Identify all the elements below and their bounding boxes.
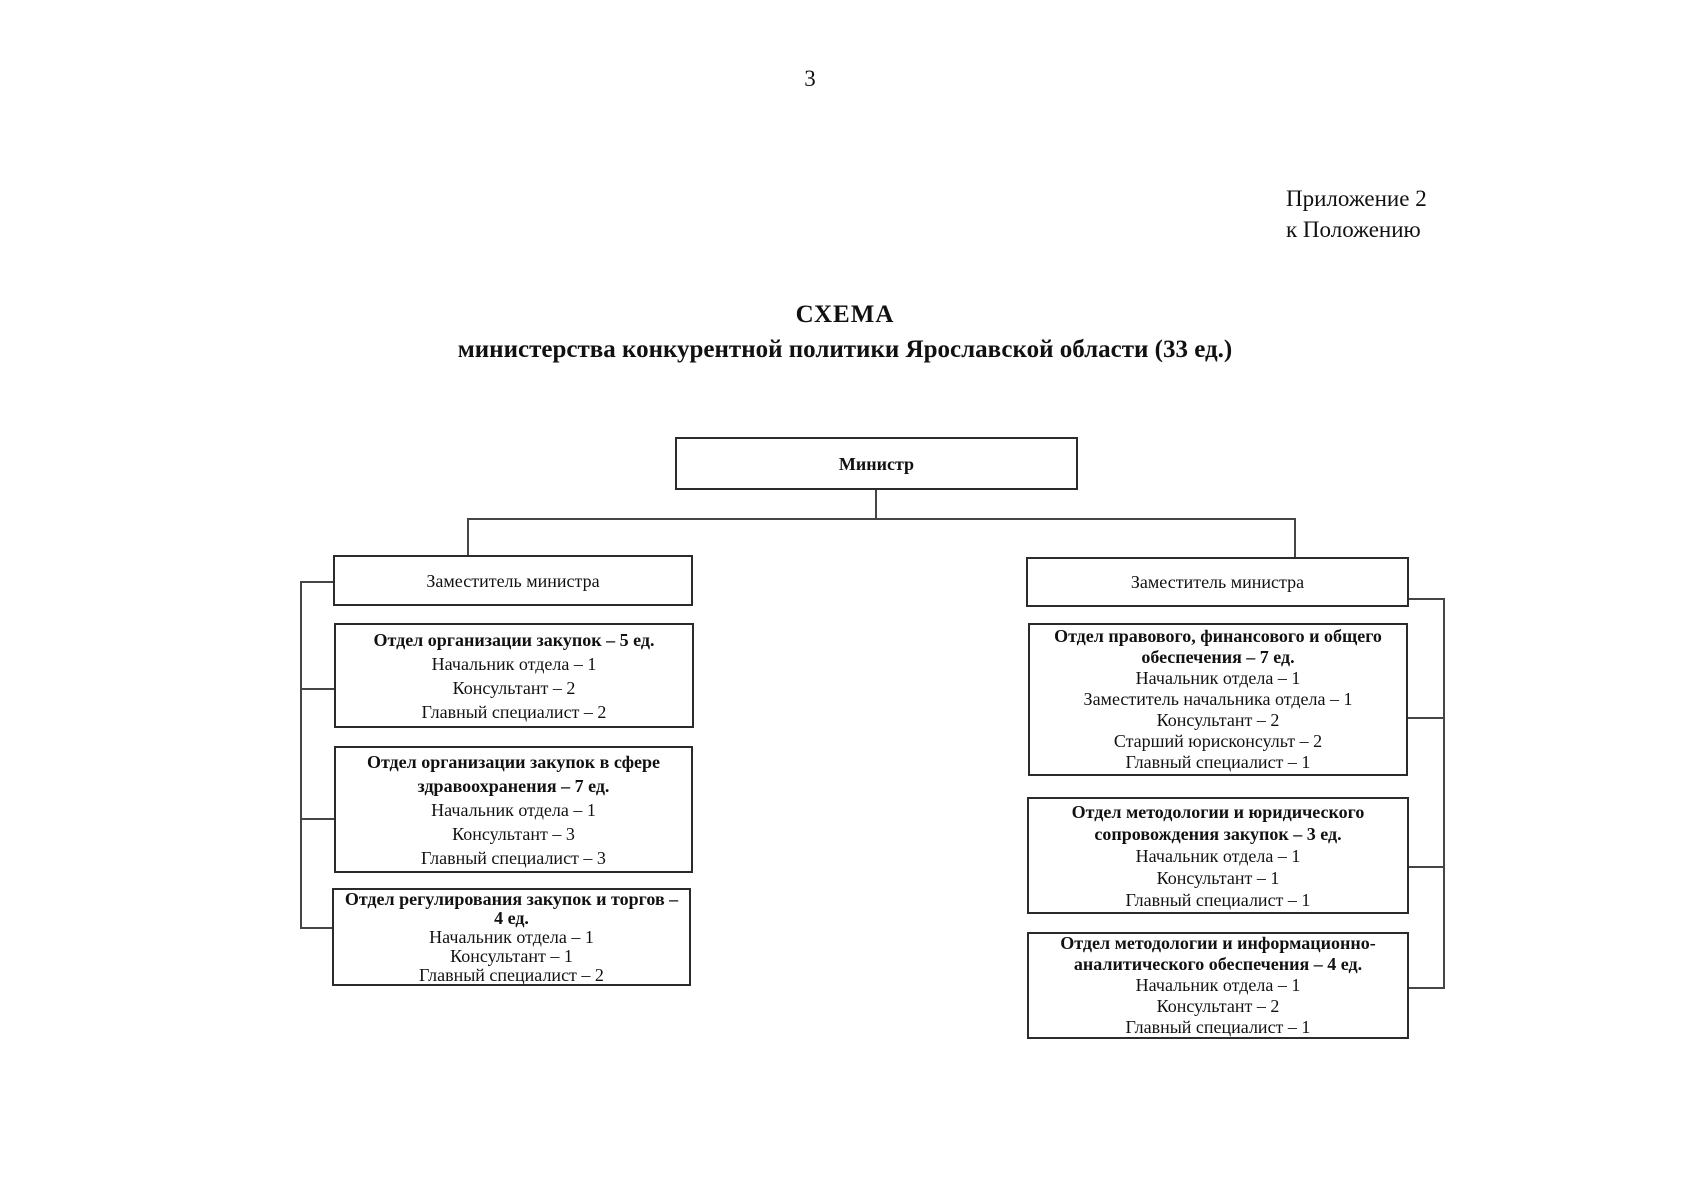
org-box-dept-methodology-analytics: Отдел методологии и информационно-аналит…	[1027, 932, 1409, 1039]
dept-title: Отдел методологии и юридического сопрово…	[1071, 801, 1365, 844]
staff-line: Консультант – 2	[452, 677, 576, 698]
staff-line: Консультант – 2	[1156, 996, 1280, 1016]
connector-minister-drop	[875, 490, 877, 519]
staff-line: Главный специалист – 1	[1125, 752, 1311, 772]
dept-title: Отдел организации закупок – 5 ед.	[373, 629, 655, 650]
connector-right-bracket-stub-deputy	[1409, 598, 1445, 600]
org-box-label: Министр	[838, 453, 915, 474]
connector-right-bracket-stub-dept1	[1408, 717, 1443, 719]
appendix-annotation: Приложение 2 к Положению	[1286, 183, 1427, 245]
connector-left-bracket-vertical	[300, 581, 302, 929]
staff-line: Начальник отдела – 1	[1135, 975, 1301, 995]
staff-line: Заместитель начальника отдела – 1	[1083, 689, 1353, 709]
staff-line: Старший юрисконсульт – 2	[1113, 731, 1323, 751]
org-box-label: Заместитель министра	[1130, 572, 1305, 592]
staff-line: Главный специалист – 2	[419, 964, 604, 985]
staff-line: Консультант – 2	[1156, 710, 1280, 730]
staff-line: Консультант – 3	[452, 823, 575, 844]
org-box-deputy-left: Заместитель министра	[333, 555, 693, 606]
staff-line: Начальник отдела – 1	[431, 799, 596, 820]
chart-title-word: СХЕМА	[795, 301, 895, 328]
chart-title: СХЕМА министерства конкурентной политики…	[300, 300, 1390, 366]
org-box-dept-regulation: Отдел регулирования закупок и торгов – 4…	[332, 888, 691, 986]
org-box-deputy-right: Заместитель министра	[1026, 557, 1409, 607]
connector-right-bracket-stub-dept3	[1408, 987, 1443, 989]
org-box-minister: Министр	[675, 437, 1078, 490]
org-box-dept-procurement: Отдел организации закупок – 5 ед. Началь…	[334, 623, 694, 728]
org-box-label: Заместитель министра	[426, 570, 600, 591]
appendix-annotation-line2: к Положению	[1286, 217, 1421, 242]
page-number: 3	[804, 66, 816, 91]
connector-left-bracket-stub-dept1	[300, 688, 334, 690]
connector-distribution-line	[467, 518, 1296, 520]
staff-line: Начальник отдела – 1	[429, 926, 594, 947]
chart-title-subject: министерства конкурентной политики Яросл…	[457, 336, 1233, 363]
staff-line: Начальник отдела – 1	[1135, 668, 1301, 688]
org-box-dept-legal-finance: Отдел правового, финансового и общего об…	[1028, 623, 1408, 776]
connector-left-deputy-drop	[467, 518, 469, 555]
staff-line: Главный специалист – 3	[421, 847, 606, 868]
staff-line: Начальник отдела – 1	[1135, 845, 1301, 866]
connector-right-bracket-stub-dept2	[1408, 866, 1443, 868]
connector-left-bracket-stub-deputy	[300, 581, 333, 583]
staff-line: Главный специалист – 1	[1125, 1017, 1311, 1037]
appendix-annotation-line1: Приложение 2	[1286, 186, 1427, 211]
dept-title: Отдел организации закупок в сфере здраво…	[366, 751, 661, 796]
staff-line: Главный специалист – 1	[1125, 889, 1311, 910]
connector-left-bracket-stub-dept2	[300, 818, 334, 820]
dept-title: Отдел регулирования закупок и торгов – 4…	[344, 888, 679, 928]
connector-right-bracket-vertical	[1443, 598, 1445, 989]
org-box-dept-methodology-legal: Отдел методологии и юридического сопрово…	[1027, 797, 1409, 914]
dept-title: Отдел правового, финансового и общего об…	[1054, 626, 1382, 667]
connector-left-bracket-stub-dept3	[300, 927, 332, 929]
staff-line: Главный специалист – 2	[421, 701, 607, 722]
staff-line: Консультант – 1	[450, 945, 573, 966]
dept-title: Отдел методологии и информационно-аналит…	[1060, 933, 1376, 974]
connector-right-deputy-drop	[1294, 518, 1296, 557]
org-box-dept-health-procurement: Отдел организации закупок в сфере здраво…	[334, 746, 693, 873]
staff-line: Консультант – 1	[1156, 867, 1280, 888]
staff-line: Начальник отдела – 1	[431, 653, 597, 674]
